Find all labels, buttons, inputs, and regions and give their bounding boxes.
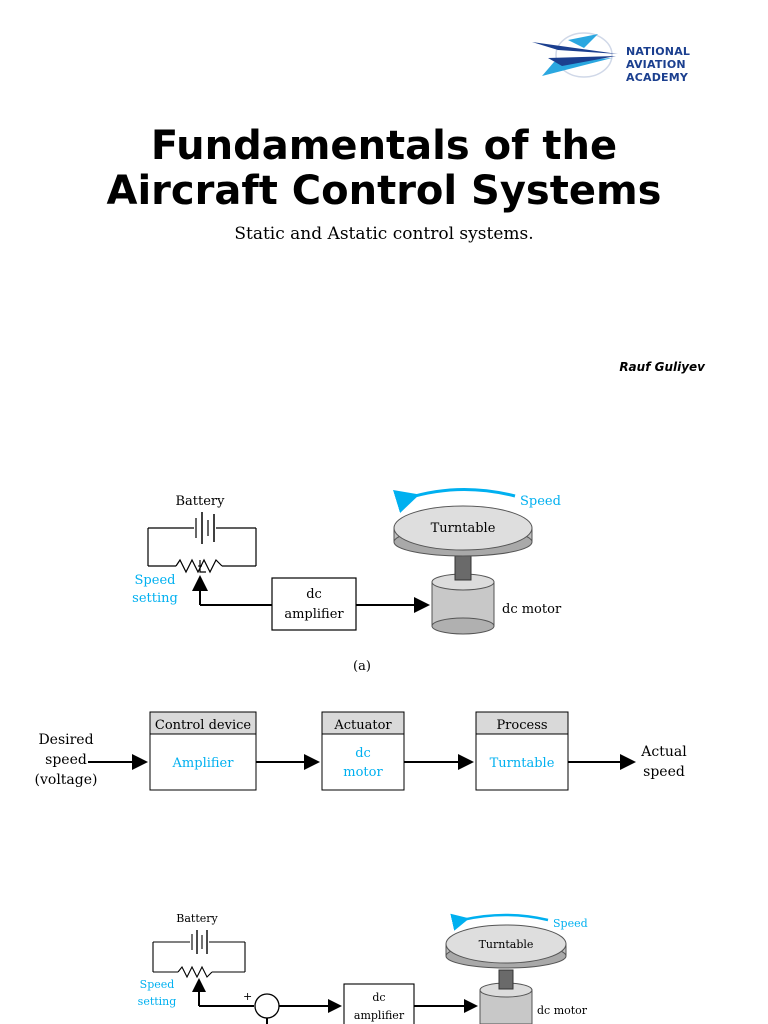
figure-caption: (a) — [353, 659, 371, 674]
motor-label: dc motor — [502, 602, 562, 617]
speed-setting-label-2: setting — [138, 995, 177, 1008]
figure-a-turntable-system: Battery Speed setting dc amplifier dc mo… — [132, 487, 562, 674]
dc-amplifier-box — [271, 577, 357, 631]
battery-icon — [147, 512, 257, 574]
block-actuator: Actuator dc motor — [321, 711, 405, 791]
page-subtitle: Static and Astatic control systems. — [234, 224, 534, 244]
input-label-3: (voltage) — [35, 772, 98, 788]
battery-label: Battery — [175, 494, 225, 509]
turntable-icon — [445, 924, 567, 969]
speed-setting-label-1: Speed — [135, 573, 176, 588]
input-label-1: Desired — [38, 732, 93, 748]
amp-label-2: amplifier — [354, 1009, 405, 1022]
block-body-2: motor — [343, 765, 383, 780]
plus-sign: + — [243, 990, 252, 1003]
turntable-icon — [393, 505, 533, 557]
speed-label: Speed — [553, 917, 588, 930]
block-body: dc — [355, 746, 371, 761]
title-line-2: Aircraft Control Systems — [106, 168, 662, 214]
battery-icon — [152, 930, 246, 979]
amp-label-1: dc — [372, 991, 385, 1004]
dc-motor-icon — [479, 969, 533, 1024]
academy-logo: NATIONAL AVIATION ACADEMY — [528, 28, 738, 84]
block-header: Control device — [155, 718, 251, 733]
motor-label: dc motor — [537, 1004, 588, 1017]
block-control-device: Control device Amplifier — [149, 711, 257, 791]
speed-setting-label-2: setting — [132, 591, 178, 606]
logo-text-line1: NATIONAL — [626, 45, 691, 58]
figure-b-closed-loop-system: Battery Speed setting + dc amplifier dc … — [138, 912, 588, 1024]
summing-junction-icon — [254, 993, 280, 1019]
author-name: Rauf Guliyev — [619, 360, 705, 374]
amp-label-2: amplifier — [284, 607, 344, 622]
title-line-1: Fundamentals of the — [150, 123, 618, 169]
block-process: Process Turntable — [475, 711, 569, 791]
turntable-label: Turntable — [479, 938, 534, 951]
block-header: Actuator — [333, 718, 392, 733]
plane-logo-icon — [532, 32, 618, 78]
dc-amplifier-box — [343, 983, 415, 1024]
amp-label-1: dc — [306, 587, 322, 602]
dc-motor-icon — [431, 555, 495, 635]
turntable-label: Turntable — [431, 521, 496, 536]
block-header: Process — [496, 718, 547, 733]
input-label-2: speed — [45, 752, 87, 768]
output-label-1: Actual — [640, 744, 687, 760]
battery-label: Battery — [176, 912, 218, 925]
speed-label: Speed — [520, 494, 561, 509]
output-label-2: speed — [643, 764, 685, 780]
block-body: Turntable — [490, 756, 555, 771]
speed-setting-label-1: Speed — [140, 978, 175, 991]
rotation-arrow-icon — [450, 913, 549, 931]
block-body: Amplifier — [172, 756, 235, 771]
page-title: Fundamentals of the Aircraft Control Sys… — [0, 124, 768, 214]
logo-text-line2: AVIATION ACADEMY — [626, 58, 689, 84]
rotation-arrow-icon — [393, 487, 516, 513]
open-loop-block-diagram: Desired speed (voltage) Control device A… — [35, 711, 687, 791]
